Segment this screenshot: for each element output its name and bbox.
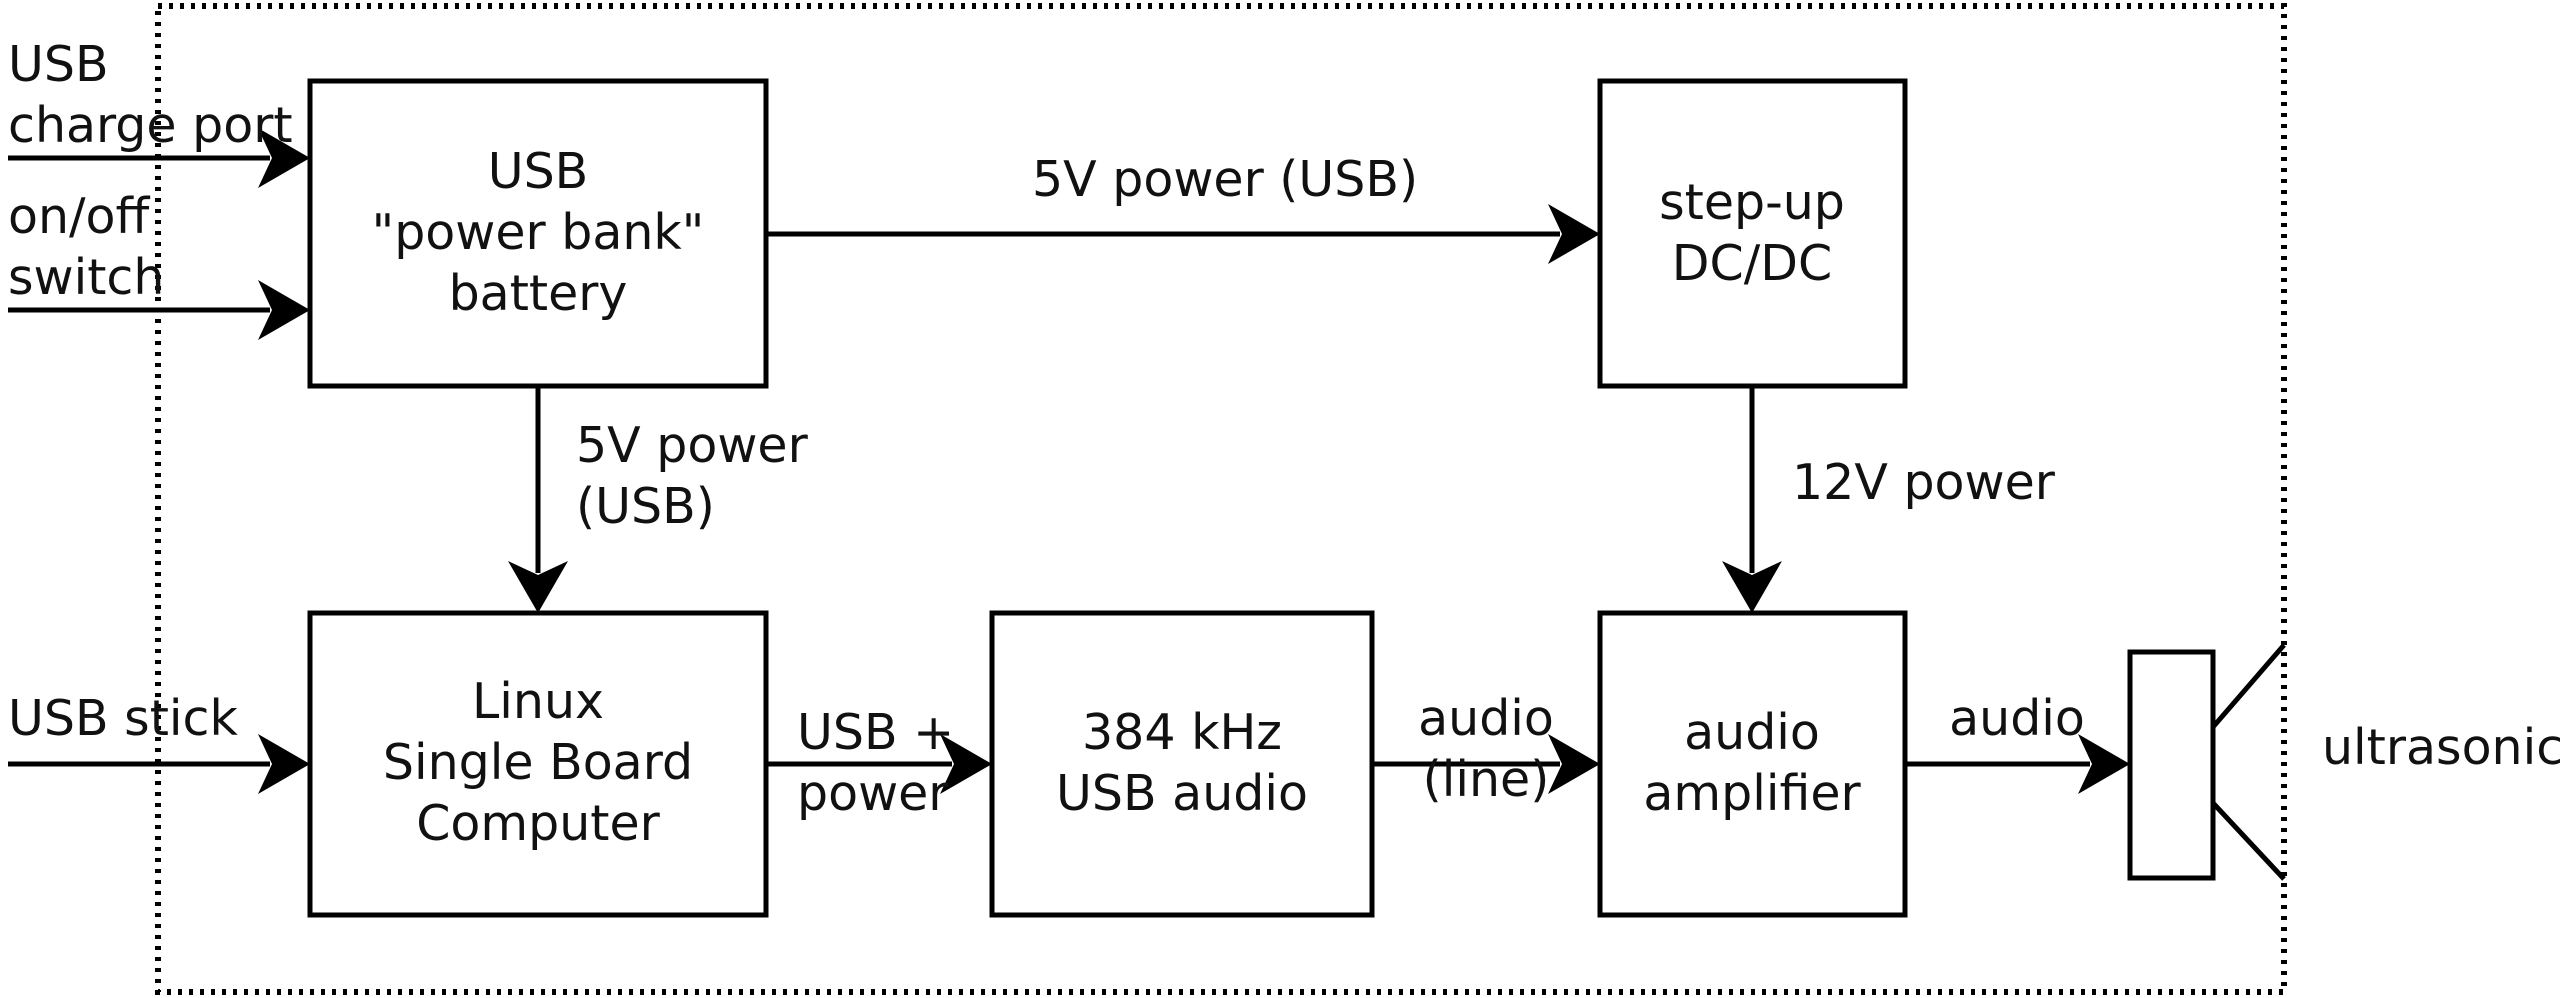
step-up-dcdc-block: step-up DC/DC xyxy=(1597,78,1908,389)
power-bank-line-3: battery xyxy=(449,265,628,322)
label-usb-plus-power-2: power xyxy=(797,765,949,822)
label-audio-out: audio xyxy=(1949,690,2085,747)
label-usb-stick: USB stick xyxy=(8,690,238,747)
sbc-line-2: Single Board xyxy=(383,734,693,791)
power-bank-line-2: "power bank" xyxy=(372,204,705,261)
amplifier-line-1: audio xyxy=(1684,704,1820,761)
label-5v-power-line-1: 5V power xyxy=(576,417,809,474)
enclosure-boundary xyxy=(155,3,2287,995)
sbc-line-1: Linux xyxy=(472,673,604,730)
usb-audio-line-1: 384 kHz xyxy=(1082,704,1282,761)
arrow-usb-audio-to-amplifier xyxy=(1372,734,1600,794)
step-up-line-2: DC/DC xyxy=(1672,235,1832,292)
label-5v-power-line-2: (USB) xyxy=(576,478,715,535)
arrow-amplifier-to-speaker xyxy=(1905,734,2130,794)
single-board-computer-block: Linux Single Board Computer xyxy=(307,610,769,918)
usb-audio-block: 384 kHz USB audio xyxy=(989,610,1375,918)
power-bank-line-1: USB xyxy=(488,143,589,200)
usb-audio-line-2: USB audio xyxy=(1056,765,1308,822)
arrow-power-bank-to-step-up xyxy=(766,204,1600,264)
label-12v-power: 12V power xyxy=(1792,454,2056,511)
label-usb-plus-power-1: USB + xyxy=(797,704,954,761)
label-audio-line-2: (line) xyxy=(1423,751,1550,808)
label-5v-power-usb-top: 5V power (USB) xyxy=(1032,151,1418,208)
label-on-off-switch-2: switch xyxy=(8,249,164,306)
arrow-usb-stick-in xyxy=(8,734,310,794)
arrow-sbc-to-usb-audio xyxy=(766,734,992,794)
ultrasonic-speaker-icon xyxy=(2127,643,2286,881)
arrow-usb-charge-in xyxy=(8,128,310,188)
arrow-step-up-to-amplifier xyxy=(1722,386,1782,613)
power-bank-block: USB "power bank" battery xyxy=(307,78,769,389)
label-usb-charge-port-2: charge port xyxy=(8,97,293,154)
label-ultrasonic: ultrasonic xyxy=(2322,719,2560,776)
label-usb-charge-port-1: USB xyxy=(8,36,109,93)
step-up-line-1: step-up xyxy=(1659,174,1845,231)
arrow-switch-in xyxy=(8,280,310,340)
sbc-line-3: Computer xyxy=(416,795,660,852)
audio-amplifier-block: audio amplifier xyxy=(1597,610,1908,918)
arrow-power-bank-to-sbc xyxy=(508,386,568,613)
label-audio-line-1: audio xyxy=(1418,690,1554,747)
label-on-off-switch-1: on/off xyxy=(8,188,151,245)
amplifier-line-2: amplifier xyxy=(1643,765,1861,822)
